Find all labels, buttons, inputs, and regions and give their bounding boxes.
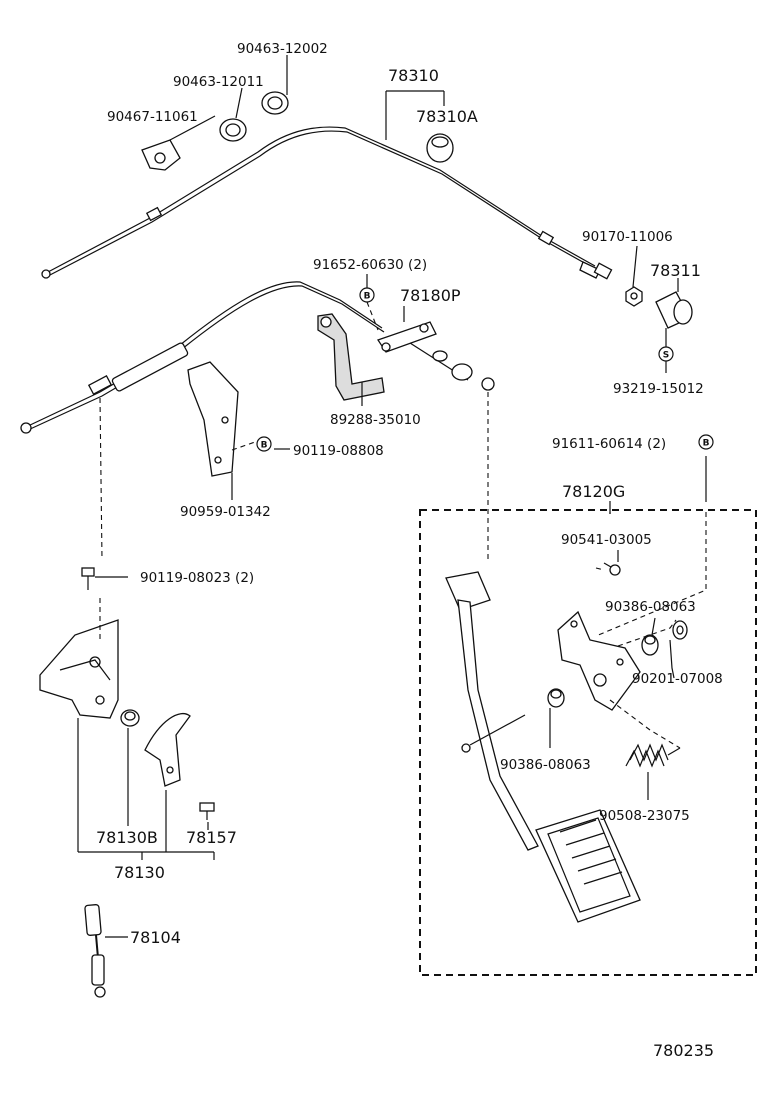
figure-code: 780235 [653,1041,714,1060]
damper-78104-icon [84,904,106,998]
label-78157: 78157 [186,828,237,847]
label-90467-11061: 90467-11061 [107,109,198,125]
label-91611-60614: 91611-60614 (2) [552,436,666,452]
label-90959-01342: 90959-01342 [180,504,271,520]
label-90386-08063-lower: 90386-08063 [500,757,591,773]
clamp-90463-12002-icon [261,91,289,115]
label-78130: 78130 [114,863,165,882]
spring-90508-icon [625,743,681,768]
grommet-78310A-icon [426,133,454,163]
label-90463-12011: 90463-12011 [173,74,264,90]
bracket-89288-icon [317,313,385,401]
bracket-90959-icon [187,361,239,477]
clamp-90463-12011-icon [219,118,247,142]
label-78310A: 78310A [416,107,478,126]
label-90170-11006: 90170-11006 [582,229,673,245]
bolt-90119-08023-icon [81,567,95,590]
accelerator-pedal-pad-icon [535,809,641,923]
screw-90541-icon [603,562,621,576]
nut-90170-icon [625,286,643,307]
label-78120G: 78120G [562,482,625,501]
badge-b-91652: B [359,287,375,303]
label-90508-23075: 90508-23075 [599,808,690,824]
label-91652-60630: 91652-60630 (2) [313,257,427,273]
label-78310: 78310 [388,66,439,85]
label-78104: 78104 [130,928,181,947]
washer-90201-icon [672,620,688,640]
pedal-arm-icon [445,571,539,851]
svg-text:B: B [261,441,268,451]
badge-b-90119-08808: B [256,436,272,452]
badge-s-93219: S [658,346,674,362]
label-78311: 78311 [650,261,701,280]
label-90201-07008: 90201-07008 [632,671,723,687]
bushing-90386-08063-upper-icon [641,634,659,656]
screw-78157-icon [199,802,215,820]
svg-text:B: B [703,439,710,449]
label-78180P: 78180P [400,286,461,305]
leader-lines [77,55,707,938]
bushing-90386-08063-lower-icon [547,688,565,708]
label-93219-15012: 93219-15012 [613,381,704,397]
label-90119-08808: 90119-08808 [293,443,384,459]
pedal-assembly-box [419,509,757,976]
bushing-78311-icon [655,291,693,329]
bracket-78130-icon [39,619,119,719]
svg-text:S: S [663,351,669,361]
svg-text:B: B [364,292,371,302]
label-90386-08063-upper: 90386-08063 [605,599,696,615]
accelerator-cable-upper [41,126,613,280]
cable-bracket-90467-icon [141,139,181,171]
badge-b-91611: B [698,434,714,450]
bushing-78130B-icon [120,709,140,727]
label-90119-08023: 90119-08023 (2) [140,570,254,586]
lever-78157-icon [144,712,191,787]
label-89288-35010: 89288-35010 [330,412,421,428]
label-90541-03005: 90541-03005 [561,532,652,548]
cable-end-78180P-icon [376,321,495,391]
pedal-bracket-icon [557,610,641,711]
label-90463-12002: 90463-12002 [237,41,328,57]
label-78130B: 78130B [96,828,158,847]
accelerator-cable-lower [20,281,385,434]
